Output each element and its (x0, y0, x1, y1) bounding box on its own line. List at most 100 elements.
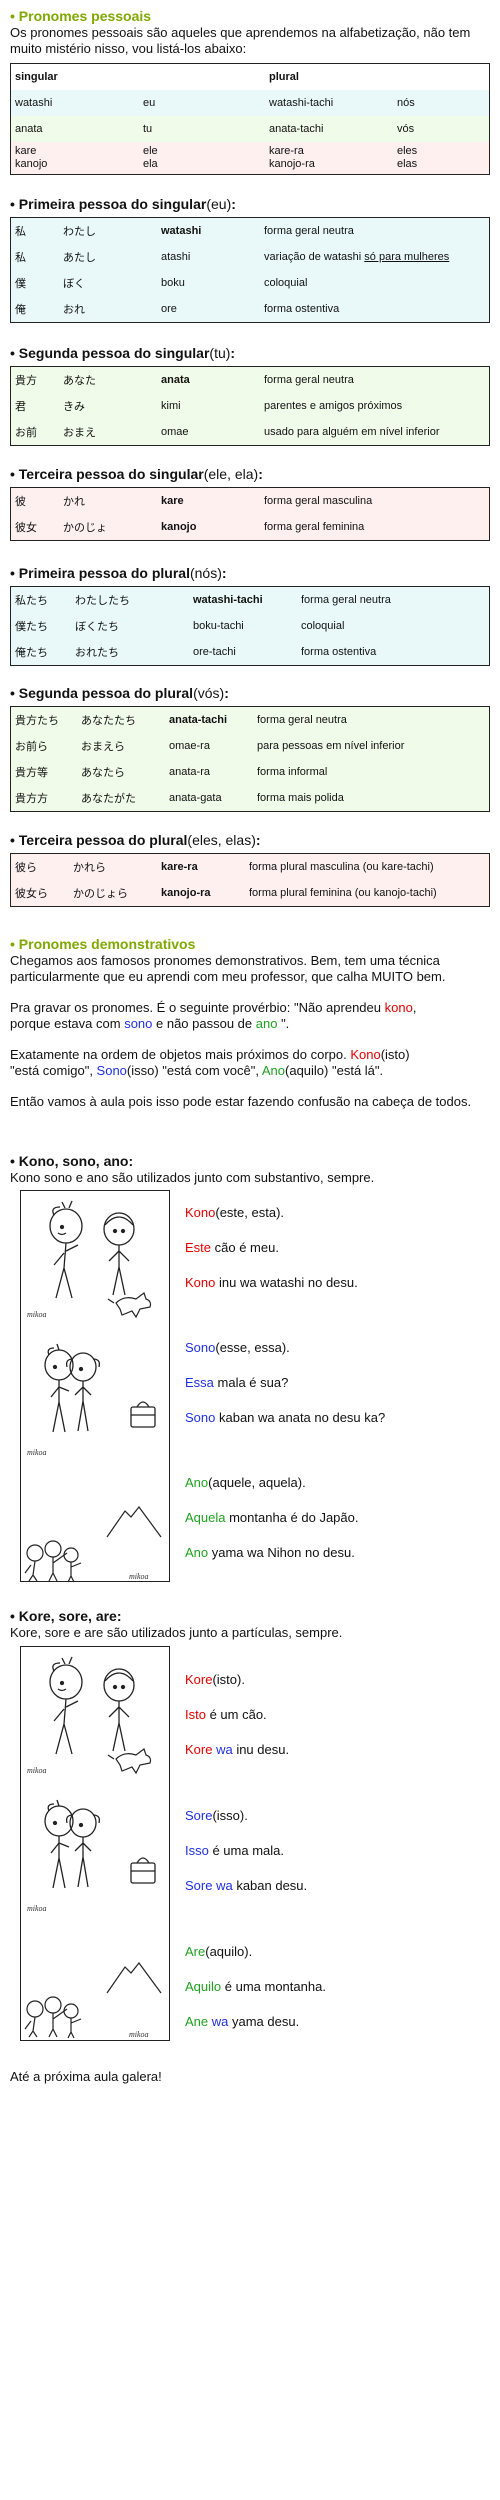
cell: forma ostentiva (301, 646, 377, 658)
cell: わたし (63, 226, 96, 238)
cell: おれたち (75, 647, 119, 659)
cell: kanojo (161, 521, 197, 533)
cell: forma geral neutra (257, 714, 347, 726)
header-singular: singular (15, 71, 58, 83)
cell: 君 (15, 401, 26, 413)
cell: おまえら (81, 741, 125, 753)
closing-text: Até a próxima aula galera! (10, 2069, 162, 2084)
caption: Isso é uma mala. (185, 1843, 284, 1858)
cell: watashi (161, 225, 202, 237)
artist-signature: mikoa (27, 1904, 47, 1913)
caption: Sono(esse, essa). (185, 1340, 290, 1355)
caption: Are(aquilo). (185, 1944, 253, 1959)
caption: Aquilo é uma montanha. (185, 1979, 326, 1994)
cell: わたしたち (75, 595, 130, 607)
section-title: • Pronomes pessoais (10, 8, 152, 24)
cell: para pessoas em nível inferior (257, 740, 405, 752)
caption: Sore(isso). (185, 1808, 248, 1823)
illustration-mountain-scene: mikoa (24, 1506, 162, 1583)
subsection-title: • Terceira pessoa do singular(ele, ela): (10, 466, 263, 482)
section-demonstrative-pronouns: • Pronomes demonstrativos Chegamos aos f… (10, 936, 490, 1120)
table-row: kare kanojo ele ela kare-ra kanojo-ra el… (11, 142, 489, 174)
cell: 僕たち (15, 621, 48, 633)
illustration-dog-scene: mikoa (27, 1656, 152, 1775)
subsection-title: • Segunda pessoa do plural(vós): (10, 685, 229, 701)
intro-text: Os pronomes pessoais são aqueles que apr… (10, 25, 471, 56)
cell: forma geral masculina (264, 495, 373, 507)
illustration-bag-scene: mikoa (27, 1343, 156, 1457)
boy-figure-icon (44, 1343, 74, 1433)
artist-signature: mikoa (27, 1310, 47, 1319)
cell: かれ (63, 496, 85, 508)
cell: watashi-tachi (193, 594, 263, 606)
cell: forma plural masculina (ou kare-tachi) (249, 861, 434, 873)
artist-signature: mikoa (27, 1766, 47, 1775)
cell: きみ (63, 401, 85, 413)
paragraph-order: Exatamente na ordem de objetos mais próx… (10, 1047, 410, 1078)
cell: anata-ra (169, 766, 210, 778)
subsection-title: • Kono, sono, ano: (10, 1153, 134, 1169)
header-plural: plural (269, 71, 299, 83)
section-personal-pronouns: • Pronomes pessoais Os pronomes pessoais… (10, 8, 490, 175)
girl-figure-icon (65, 1352, 101, 1432)
girl-figure-icon (65, 1808, 101, 1888)
cell: anata-tachi (269, 123, 324, 135)
cell: variação de watashi só para mulheres (264, 251, 450, 263)
cell: 彼 (15, 496, 26, 508)
cell: 私たち (15, 595, 48, 607)
cell: かれら (73, 862, 106, 874)
kono-captions: Kono(este, esta). Este cão é meu. Kono i… (185, 1205, 485, 1561)
cell: forma geral neutra (264, 225, 354, 237)
cell: 彼ら (15, 862, 37, 874)
caption: Kono inu wa watashi no desu. (185, 1275, 358, 1290)
cell: 俺 (15, 304, 26, 316)
cell: parentes e amigos próximos (264, 400, 403, 412)
caption: Aquela montanha é do Japão. (185, 1510, 359, 1525)
boy-figure-icon (49, 1200, 83, 1299)
girl-figure-icon (103, 1668, 135, 1752)
caption: Ano(aquele, aquela). (185, 1475, 306, 1490)
boy-figure-icon (49, 1656, 83, 1755)
cell: eles elas (397, 145, 418, 170)
table-row: 君 きみ kimi parentes e amigos próximos (11, 393, 489, 419)
cell: omae (161, 426, 189, 438)
children-figures-icon (24, 1996, 82, 2039)
cell: forma ostentiva (264, 303, 340, 315)
illustration-bag-scene: mikoa (27, 1799, 156, 1913)
caption: Kore wa inu desu. (185, 1742, 290, 1757)
cell: kare-ra kanojo-ra (269, 145, 315, 170)
cell: 私 (15, 252, 26, 264)
caption: Sono kaban wa anata no desu ka? (185, 1410, 386, 1425)
cell: かのじょ (63, 522, 107, 534)
cell: forma mais polida (257, 792, 344, 804)
cell: おれ (63, 304, 85, 316)
cell: vós (397, 123, 415, 135)
section-third-person-plural: • Terceira pessoa do plural(eles, elas):… (10, 832, 490, 907)
cell: 彼女 (15, 522, 37, 534)
bag-icon (130, 1857, 156, 1884)
bag-icon (130, 1401, 156, 1428)
illustration-panel-kore: mikoa mikoa (20, 1646, 170, 2041)
cell: boku-tachi (193, 620, 244, 632)
mountain-icon (106, 1506, 162, 1538)
cell: kimi (161, 400, 181, 412)
subsection-title: • Primeira pessoa do plural(nós): (10, 565, 227, 581)
boy-figure-icon (44, 1799, 74, 1889)
section-second-person-plural: • Segunda pessoa do plural(vós): 貴方たちあなた… (10, 685, 490, 812)
subsection-title: • Primeira pessoa do singular(eu): (10, 196, 236, 212)
cell: forma plural feminina (ou kanojo-tachi) (249, 887, 437, 899)
